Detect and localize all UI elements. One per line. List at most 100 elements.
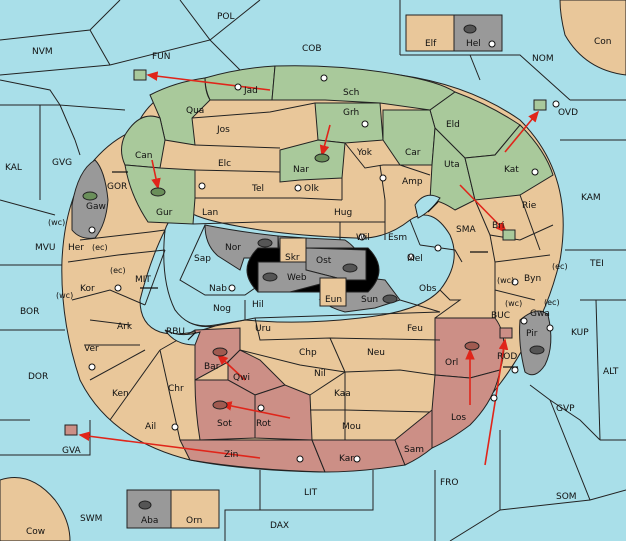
label-Sun: Sun [361,295,378,305]
label-Nog: Nog [213,304,231,314]
label-Hil: Hil [252,300,264,310]
label-BOR: BOR [20,307,39,317]
label-Rot: Rot [256,419,271,429]
supply-centers [88,40,560,463]
label-Chr: Chr [168,384,184,394]
label-SOM: SOM [556,492,577,502]
label-COB: COB [302,44,322,54]
label-Ken: Ken [112,389,129,399]
label-Can: Can [135,151,153,161]
region-Qua[interactable] [149,77,211,146]
label-Uta: Uta [444,160,460,170]
region-Kat[interactable] [464,124,554,201]
army-unit[interactable] [464,341,480,351]
fleet-unit[interactable] [133,69,147,81]
army-unit[interactable] [138,500,152,510]
label-Cow: Cow [26,527,45,537]
label-Elc: Elc [218,159,231,169]
label-Car: Car [405,148,421,158]
label-Amp: Amp [402,177,423,187]
units[interactable] [64,24,547,510]
fleet-unit[interactable] [533,99,547,111]
land-borders [67,102,554,441]
fleet-unit[interactable] [64,424,78,436]
label-Sap: Sap [194,254,211,264]
region-Zin[interactable] [179,439,326,473]
label-Bar: Bar [204,362,220,372]
label-Con: Con [594,37,612,47]
label-Ark: Ark [117,322,133,332]
label-Aba: Aba [141,516,158,526]
label-wc4: (wc) [505,299,522,308]
label-Nil: Nil [314,369,326,379]
region-Rot[interactable] [254,384,313,441]
label-Qwi: Qwi [233,373,250,383]
region-Eun[interactable] [319,277,347,307]
label-Lan: Lan [202,208,218,218]
label-Obs: Obs [419,284,437,294]
label-RBU: RBU [166,327,185,337]
label-Nor: Nor [225,243,241,253]
label-Hug: Hug [334,208,352,218]
label-OVD: OVD [558,108,578,118]
label-Neu: Neu [367,348,385,358]
sea-notch-rbu [164,329,201,346]
label-Sot: Sot [217,419,232,429]
label-Kat: Kat [504,165,519,175]
label-Orn: Orn [186,516,202,526]
label-ROD: ROD [497,352,517,362]
region-Pir[interactable] [519,310,552,376]
army-unit[interactable] [82,191,98,201]
region-Grh[interactable] [314,102,384,144]
label-Yok: Yok [356,148,373,158]
label-SWM: SWM [80,514,102,524]
region-Sam[interactable] [394,408,433,466]
army-unit[interactable] [212,400,228,410]
sea-notch-north [414,194,441,219]
fleet-unit[interactable] [499,327,513,339]
label-Ail: Ail [145,422,156,432]
label-BUC: BUC [491,311,510,321]
label-Chp: Chp [299,348,317,358]
army-unit[interactable] [262,272,278,282]
army-unit[interactable] [314,153,330,163]
label-Mel: Mel [407,254,423,264]
army-unit[interactable] [529,345,545,355]
label-KAM: KAM [581,193,601,203]
label-Hel: Hel [466,39,481,49]
label-Gwa: Gwa [530,309,550,319]
label-NVM: NVM [32,47,53,57]
army-unit[interactable] [257,238,273,248]
army-unit[interactable] [150,187,166,197]
label-Zin: Zin [224,450,238,460]
label-TEI: TEI [589,259,604,269]
label-Uru: Uru [255,324,271,334]
region-Orn[interactable] [170,489,220,529]
label-Olk: Olk [304,184,320,194]
label-DAX: DAX [270,521,289,531]
army-unit[interactable] [212,347,228,357]
label-wc3: (wc) [497,276,514,285]
fleet-unit[interactable] [502,229,516,241]
region-Con[interactable] [559,0,626,76]
order-arrows [78,71,540,466]
army-unit[interactable] [342,263,358,273]
label-POL: POL [217,12,235,22]
label-Her: Her [68,243,84,253]
region-Aba[interactable] [126,489,172,529]
label-FUN: FUN [152,52,171,62]
army-unit[interactable] [382,294,398,304]
region-Can[interactable] [121,115,166,169]
region-Cow[interactable] [0,477,71,541]
label-Eun: Eun [325,295,342,305]
label-Gur: Gur [156,208,173,218]
label-Jad: Jad [243,86,258,96]
label-NOM: NOM [532,54,554,64]
label-Tel: Tel [251,184,264,194]
label-KUP: KUP [571,328,589,338]
label-MIT: MIT [135,275,151,285]
label-Los: Los [451,413,466,423]
army-unit[interactable] [463,24,477,34]
